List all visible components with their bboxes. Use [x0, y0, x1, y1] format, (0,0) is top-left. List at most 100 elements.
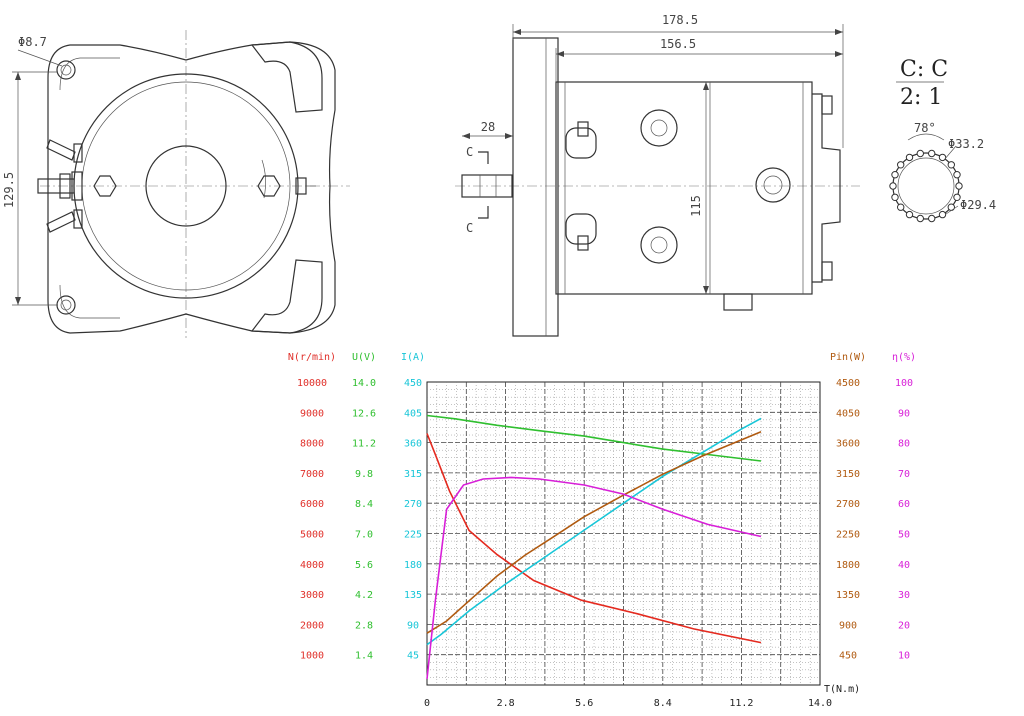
- front-view: 129.5 Φ8.7: [2, 30, 350, 338]
- y-tick-label: 9.8: [355, 469, 373, 480]
- body-length-dim: 156.5: [660, 37, 696, 51]
- section-scale: 2: 1: [900, 85, 942, 110]
- spline-tooth: [897, 203, 905, 211]
- x-tick-label: 2.8: [497, 698, 515, 709]
- x-tick-label: 0: [424, 698, 430, 709]
- spline-outer-dia-dim: Φ33.2: [948, 137, 984, 151]
- y-tick-label: 60: [898, 499, 910, 510]
- spline-tooth: [947, 161, 955, 169]
- series-line-E: [426, 476, 762, 679]
- section-label-bottom: C: [466, 221, 473, 235]
- y-tick-label: 8000: [300, 439, 324, 450]
- spline-tooth: [928, 214, 936, 223]
- y-tick-label: 90: [898, 408, 910, 419]
- y-tick-label: 3000: [300, 590, 324, 601]
- series-line-U: [426, 414, 762, 462]
- y-tick-label: 2.8: [355, 620, 373, 631]
- y-tick-label: 4500: [836, 378, 860, 389]
- y-tick-label: 100: [895, 378, 913, 389]
- terminal-posts: [37, 139, 83, 233]
- y-tick-label: 12.6: [352, 408, 376, 419]
- y-tick-label: 45: [407, 651, 419, 662]
- y-tick-label: 270: [404, 499, 422, 510]
- spline-tooth: [891, 171, 899, 179]
- spline-tooth: [938, 210, 947, 219]
- spline-tooth: [928, 149, 936, 158]
- series-line-I: [426, 417, 762, 646]
- spline-tooth: [889, 182, 897, 190]
- y-tick-label: 3150: [836, 469, 860, 480]
- y-tick-label: 4050: [836, 408, 860, 419]
- y-tick-label: 450: [839, 651, 857, 662]
- y-tick-label: 20: [898, 620, 910, 631]
- y-tick-label: 3600: [836, 439, 860, 450]
- y-axis-label: η(%): [892, 352, 916, 363]
- y-tick-label: 10: [898, 651, 910, 662]
- y-tick-label: 315: [404, 469, 422, 480]
- y-tick-label: 90: [407, 620, 419, 631]
- spline-tooth: [955, 182, 963, 190]
- y-tick-label: 7000: [300, 469, 324, 480]
- y-tick-label: 70: [898, 469, 910, 480]
- x-tick-label: 14.0: [808, 698, 832, 709]
- y-tick-label: 900: [839, 620, 857, 631]
- section-title: C: C: [900, 57, 948, 82]
- y-tick-label: 8.4: [355, 499, 373, 510]
- side-view: 178.5 156.5 28 115 C C: [455, 13, 860, 337]
- series-line-P: [426, 431, 762, 634]
- y-tick-label: 7.0: [355, 530, 373, 541]
- y-axis-label: U(V): [352, 352, 376, 363]
- spline-tooth: [947, 203, 955, 211]
- body-height-dim: 115: [689, 195, 703, 217]
- y-tick-label: 5.6: [355, 560, 373, 571]
- spline-tooth: [916, 149, 924, 158]
- spline-tooth: [938, 153, 947, 162]
- spline-tooth: [916, 214, 924, 223]
- spline-angle-dim: 78°: [914, 121, 936, 135]
- bolt-hole-dia-dim: Φ8.7: [18, 35, 47, 49]
- y-axis-label: Pin(W): [830, 352, 866, 363]
- y-tick-label: 80: [898, 439, 910, 450]
- y-tick-label: 11.2: [352, 439, 376, 450]
- y-tick-label: 1800: [836, 560, 860, 571]
- y-tick-label: 14.0: [352, 378, 376, 389]
- overall-length-dim: 178.5: [662, 13, 698, 27]
- y-tick-label: 4000: [300, 560, 324, 571]
- spline-tooth: [953, 171, 961, 179]
- y-axis-label: N(r/min): [288, 352, 336, 363]
- y-tick-label: 2250: [836, 530, 860, 541]
- y-tick-label: 10000: [297, 378, 327, 389]
- y-tick-label: 180: [404, 560, 422, 571]
- spline-tooth: [905, 153, 914, 162]
- y-tick-label: 40: [898, 560, 910, 571]
- y-tick-label: 450: [404, 378, 422, 389]
- y-tick-label: 360: [404, 439, 422, 450]
- spline-tooth: [897, 161, 905, 169]
- section-view: C: C 2: 1 78° Φ33.2 Φ29.4: [889, 57, 996, 223]
- x-tick-label: 5.6: [575, 698, 593, 709]
- x-tick-label: 8.4: [654, 698, 672, 709]
- mount-height-dim: 129.5: [2, 172, 16, 208]
- y-tick-label: 30: [898, 590, 910, 601]
- y-tick-label: 5000: [300, 530, 324, 541]
- shaft-length-dim: 28: [481, 120, 495, 134]
- y-tick-label: 50: [898, 530, 910, 541]
- section-label-top: C: [466, 145, 473, 159]
- y-tick-label: 2000: [300, 620, 324, 631]
- y-tick-label: 9000: [300, 408, 324, 419]
- spline-inner-dia-dim: Φ29.4: [960, 198, 996, 212]
- y-tick-label: 225: [404, 530, 422, 541]
- y-tick-label: 6000: [300, 499, 324, 510]
- y-tick-label: 4.2: [355, 590, 373, 601]
- y-tick-label: 1000: [300, 651, 324, 662]
- y-axis-label: I(A): [401, 352, 425, 363]
- x-tick-label: 11.2: [729, 698, 753, 709]
- x-axis-label: T(N.m): [824, 684, 860, 695]
- y-tick-label: 2700: [836, 499, 860, 510]
- y-tick-label: 1.4: [355, 651, 373, 662]
- y-tick-label: 1350: [836, 590, 860, 601]
- spline-tooth: [891, 193, 899, 202]
- series-line-N: [426, 433, 762, 644]
